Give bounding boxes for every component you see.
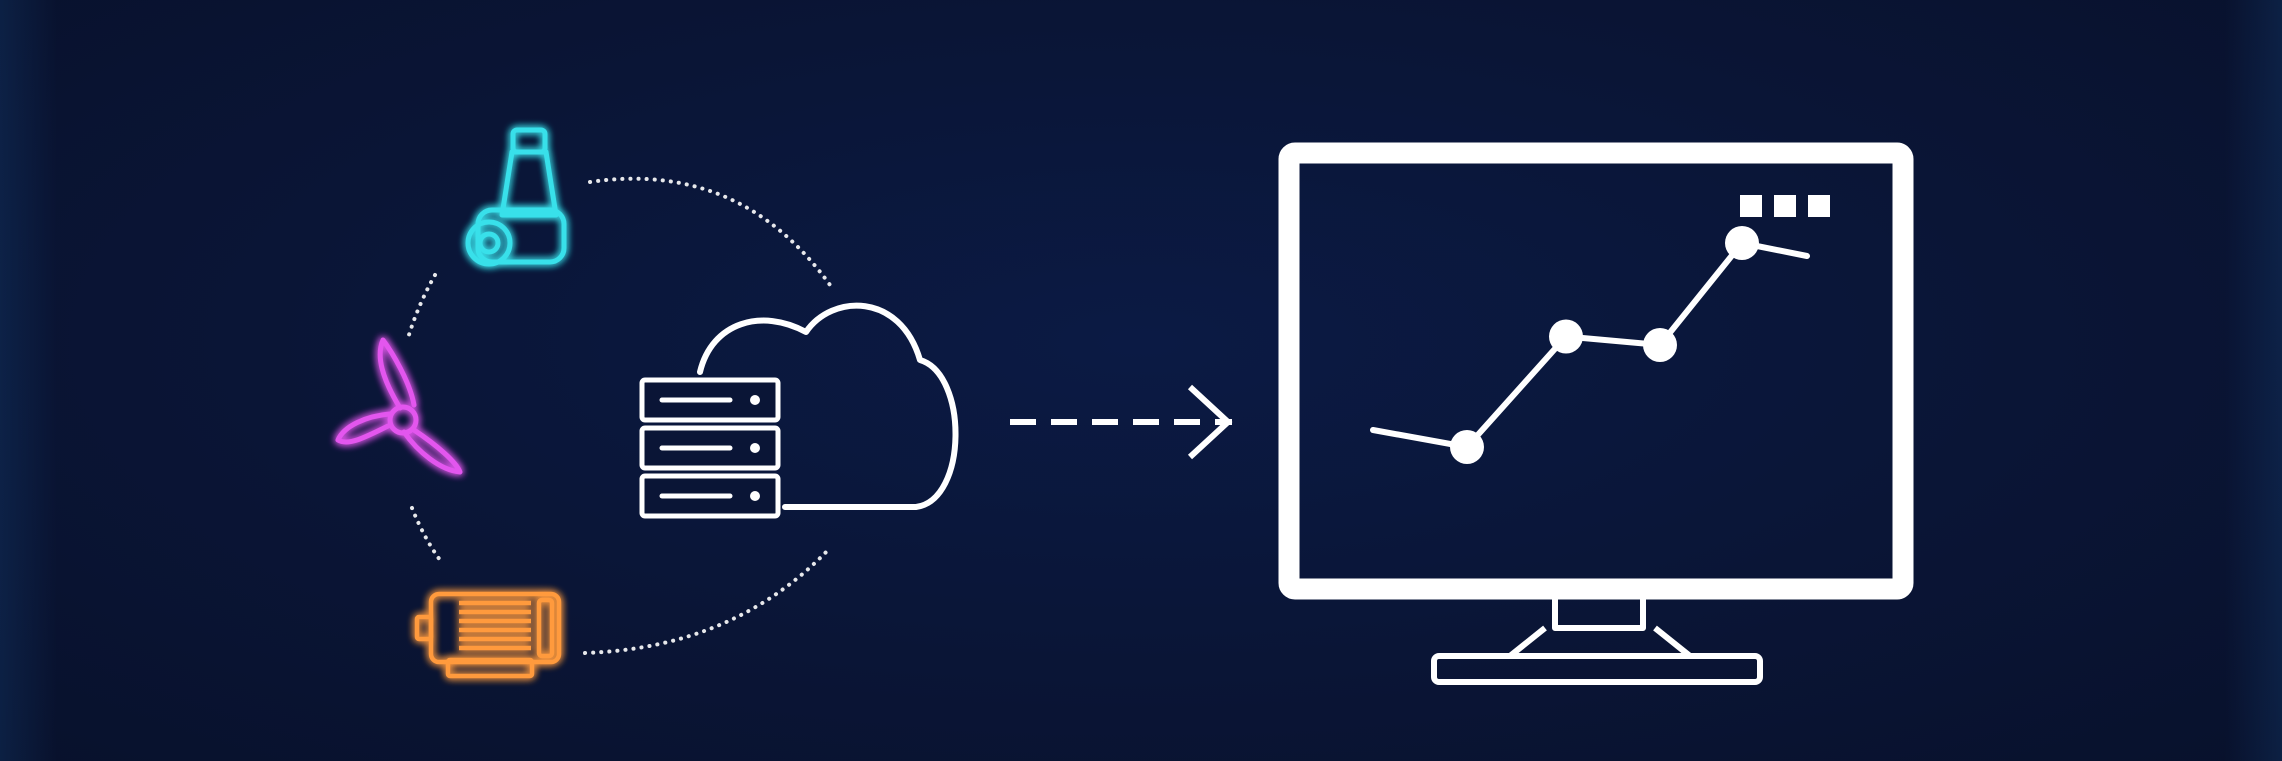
cloud-icon (697, 302, 959, 510)
chart-data-point (1450, 430, 1484, 464)
submersible-pump-icon (465, 127, 567, 267)
dashed-arrow-icon (1010, 384, 1233, 460)
chart-data-point (1725, 226, 1759, 260)
connection-ring (406, 176, 832, 655)
monitor-neck (1507, 625, 1693, 659)
chart-data-point (1549, 319, 1583, 354)
monitor-stand (1552, 597, 1646, 631)
window-control-square (1774, 195, 1796, 217)
monitor-bezel (1278, 142, 1914, 600)
chart-data-point (1643, 328, 1677, 362)
window-control-square (1740, 195, 1762, 217)
window-controls-icon (1740, 195, 1830, 217)
monitor-base (1431, 653, 1763, 685)
line-chart (1370, 226, 1810, 464)
chart-series-line (1370, 240, 1810, 450)
electric-motor-icon (414, 591, 562, 679)
mixer-propeller-icon (335, 337, 463, 475)
ring-arc-bottom (583, 546, 832, 655)
ring-arc-left-lower (410, 506, 442, 562)
monitor-icon (1278, 142, 1914, 685)
ring-arc-left-upper (406, 273, 437, 340)
server-rack-icon (639, 377, 781, 519)
ring-arc-top (588, 176, 832, 287)
window-control-square (1808, 195, 1830, 217)
